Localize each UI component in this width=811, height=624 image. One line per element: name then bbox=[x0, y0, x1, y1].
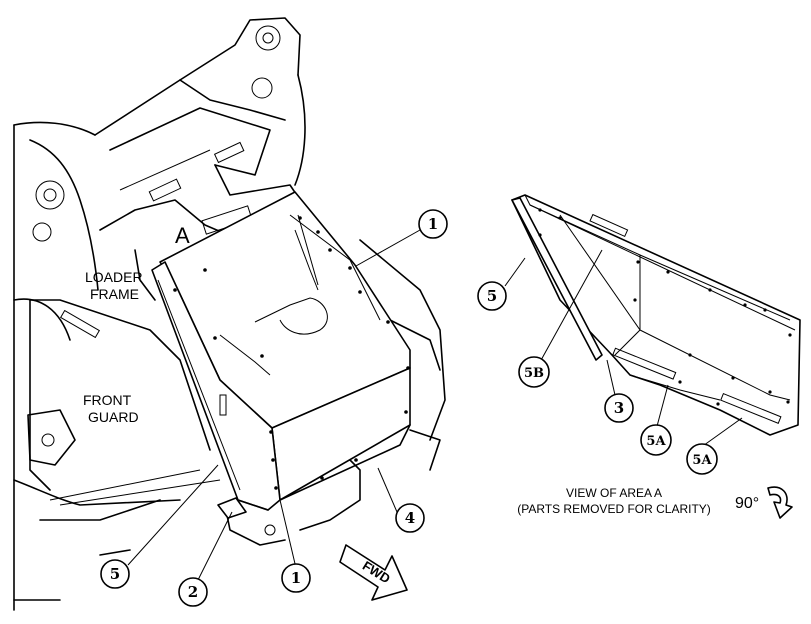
callout-5-right: 5 bbox=[477, 281, 507, 311]
detail-view-area-a bbox=[511, 194, 801, 436]
svg-text:4: 4 bbox=[405, 509, 415, 527]
svg-text:1: 1 bbox=[291, 569, 301, 587]
forward-arrow-icon: FWD bbox=[339, 544, 408, 601]
area-marker-label: A bbox=[175, 223, 190, 248]
callout-1-top: 1 bbox=[418, 209, 448, 239]
svg-text:5B: 5B bbox=[524, 366, 544, 381]
callout-5-left: 5 bbox=[100, 559, 130, 589]
callout-3: 3 bbox=[604, 393, 634, 423]
view-caption-line-1: VIEW OF AREA A bbox=[566, 486, 662, 500]
svg-text:1: 1 bbox=[428, 215, 438, 233]
front-guard-label-2: GUARD bbox=[88, 409, 139, 425]
rotation-label: 90° bbox=[735, 495, 759, 512]
svg-text:5A: 5A bbox=[692, 453, 712, 468]
leader-lines-right bbox=[504, 249, 743, 449]
front-guard-assembly bbox=[151, 191, 411, 519]
callout-5a-1: 5A bbox=[640, 424, 672, 456]
callout-2: 2 bbox=[178, 577, 208, 607]
view-caption-line-2: (PARTS REMOVED FOR CLARITY) bbox=[517, 502, 711, 516]
loader-frame-label-1: LOADER bbox=[85, 269, 143, 285]
callout-5a-2: 5A bbox=[686, 443, 718, 475]
svg-text:3: 3 bbox=[614, 399, 624, 417]
svg-text:2: 2 bbox=[188, 583, 198, 601]
callout-4: 4 bbox=[395, 503, 425, 533]
rotation-arrow-icon bbox=[767, 486, 793, 519]
front-guard-label-1: FRONT bbox=[83, 392, 132, 408]
svg-text:5A: 5A bbox=[646, 434, 666, 449]
callout-1-bottom: 1 bbox=[281, 563, 311, 593]
callout-5b: 5B bbox=[518, 356, 550, 388]
svg-text:5: 5 bbox=[487, 287, 497, 305]
leader-lines-left bbox=[127, 229, 421, 581]
svg-text:5: 5 bbox=[110, 565, 120, 583]
loader-frame-label-2: FRAME bbox=[90, 286, 139, 302]
